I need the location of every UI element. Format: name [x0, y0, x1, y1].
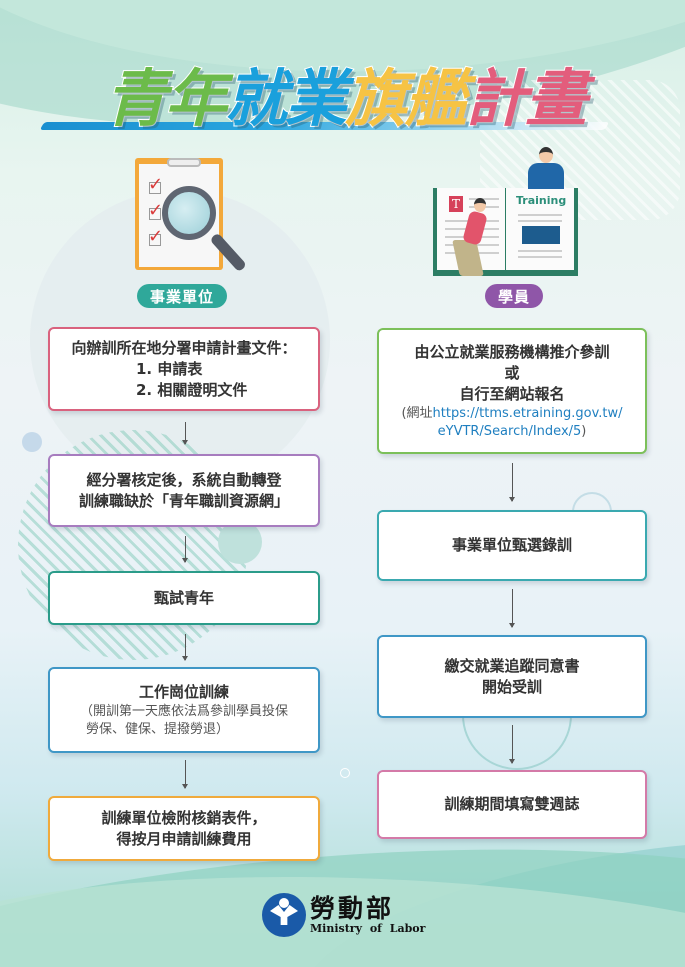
employer-label: 事業單位 [137, 284, 227, 308]
flow-arrow [182, 634, 188, 661]
magnifier-icon [162, 186, 216, 240]
man-figure-head [539, 147, 553, 163]
title-segment: 青年 [104, 61, 228, 136]
registration-link[interactable]: https://ttms.etraining.gov.tw/ [432, 405, 623, 421]
flow-arrow [182, 760, 188, 789]
book-heading: Training [516, 194, 567, 207]
trainee-step-4: 訓練期間填寫雙週誌 [377, 770, 647, 839]
ministry-logo: 勞動部 Ministry of Labor [262, 893, 425, 937]
trainee-step-3: 繳交就業追蹤同意書 開始受訓 [377, 635, 647, 718]
registration-link[interactable]: eYVTR/Search/Index/5 [437, 423, 582, 439]
flow-arrow [509, 463, 515, 502]
title-segment: 旗艦 [344, 61, 468, 136]
employer-step-1: 向辦訓所在地分署申請計畫文件： 1. 申請表 2. 相關證明文件 [48, 327, 320, 411]
flow-arrow [509, 589, 515, 628]
registration-url: (網址https://ttms.etraining.gov.tw/ [401, 405, 623, 421]
employer-step-3: 甄試青年 [48, 571, 320, 625]
title-segment: 就業 [224, 61, 348, 136]
employer-step-2: 經分署核定後，系統自動轉登 訓練職缺於「青年職訓資源網」 [48, 454, 320, 527]
man-figure [528, 163, 564, 189]
woman-figure-head [474, 198, 486, 212]
background-dot [22, 432, 42, 452]
trainee-step-1: 由公立就業服務機構推介參訓 或 自行至網站報名 (網址https://ttms.… [377, 328, 647, 454]
book-t-badge: T [449, 196, 463, 212]
flow-arrow [509, 725, 515, 764]
ministry-emblem-icon [262, 893, 306, 937]
poster-title: 青年 就業 旗艦 計畫 [40, 50, 650, 136]
flow-arrow [182, 422, 188, 445]
title-segment: 計畫 [464, 61, 588, 136]
employer-step-5: 訓練單位檢附核銷表件， 得按月申請訓練費用 [48, 796, 320, 861]
ministry-name-zh: 勞動部 [310, 894, 395, 923]
background-ring [340, 768, 350, 778]
ministry-name-en: Ministry of Labor [310, 922, 426, 935]
flow-arrow [182, 536, 188, 563]
training-book-icon: T Training [433, 188, 578, 276]
employer-step-4: 工作崗位訓練 （開訓第一天應依法爲參訓學員投保 勞保、健保、提撥勞退） [48, 667, 320, 753]
trainee-step-2: 事業單位甄選錄訓 [377, 510, 647, 581]
trainee-label: 學員 [485, 284, 543, 308]
